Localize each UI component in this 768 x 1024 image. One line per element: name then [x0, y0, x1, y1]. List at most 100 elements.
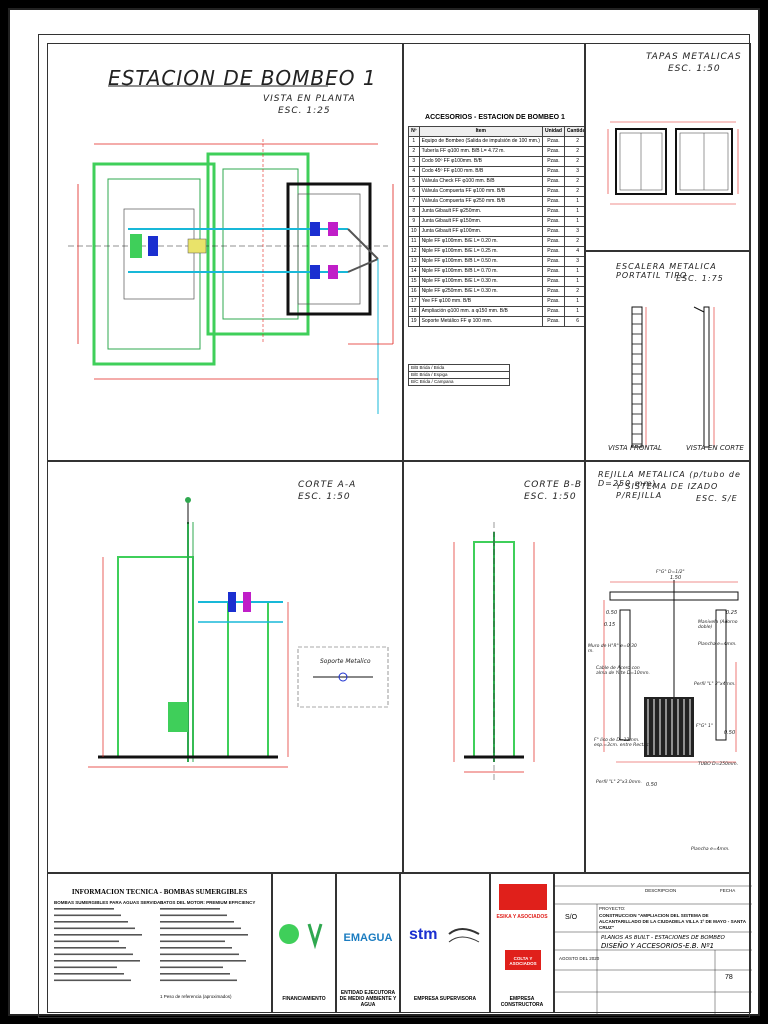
- rejilla-label: Muro de H°R° e=0.30 m.: [588, 644, 637, 654]
- cell-num: 11: [408, 236, 420, 247]
- brand2-label: COLTA Y ASOCIADOS: [509, 956, 537, 966]
- cell-num: 4: [408, 166, 420, 177]
- accesorios-legend: B/B Brida / Brida B/E Brida / Espiga B/C…: [408, 364, 510, 386]
- cell-num: 12: [408, 246, 420, 257]
- info-tecnica: INFORMACION TECNICA - BOMBAS SUMERGIBLES…: [47, 873, 272, 1013]
- col-num: Nº: [408, 126, 420, 137]
- plan-view-panel: ESTACION DE BOMBEO 1 VISTA EN PLANTA ESC…: [47, 43, 403, 461]
- constructora-emblem: [499, 884, 547, 970]
- rejilla-label: Cable de Acero con alma de Yute D=10mm.: [596, 666, 650, 676]
- cell-unidad: Pzas.: [541, 176, 565, 187]
- cell-item: Niple FF φ100mm. B/B L= 0.50 m.: [418, 256, 543, 267]
- cell-cantidad: 1: [563, 196, 584, 207]
- cell-num: 1: [408, 136, 420, 147]
- cell-item: Yee FF φ100 mm. B/B: [418, 296, 543, 307]
- corte-b-scale: ESC. 1:50: [524, 492, 577, 502]
- cell-unidad: Pzas.: [541, 256, 565, 267]
- rejilla-dim: 0.50: [646, 782, 658, 788]
- rejilla-dim: 0.15: [604, 622, 616, 628]
- info-left-header: BOMBAS SUMERGIBLES PARA AGUAS SERVIDAS: [54, 900, 164, 905]
- corte-a-drawing: [88, 497, 389, 768]
- tb-date: AGOSTO DEL 2020: [559, 956, 600, 961]
- info-right-header: DATOS DEL MOTOR: PREMIUM EFFICIENCY: [160, 900, 256, 905]
- tb-col-fecha: FECHA: [720, 888, 736, 893]
- cell-num: 8: [408, 206, 420, 217]
- tb-col-desc: DESCRIPCION: [645, 888, 677, 893]
- corte-a-scale: ESC. 1:50: [298, 492, 351, 502]
- accesorios-title: ACCESORIOS - ESTACION DE BOMBEO 1: [425, 114, 565, 121]
- cell-unidad: Pzas.: [541, 236, 565, 247]
- rejilla-drawing: [603, 580, 739, 763]
- cell-cantidad: 2: [563, 156, 584, 167]
- col-item: Item: [418, 126, 543, 137]
- escalera-drawing: [631, 306, 715, 448]
- tb-scale: S/O: [565, 914, 578, 921]
- tb-sheet-no: 78: [725, 974, 733, 981]
- cell-num: 2: [408, 146, 420, 157]
- cell-cantidad: 3: [563, 166, 584, 177]
- logo-ejecutora: EMAGUA ENTIDAD EJECUTORA DE MEDIO AMBIEN…: [336, 873, 400, 1013]
- cell-unidad: Pzas.: [541, 196, 565, 207]
- cell-unidad: Pzas.: [541, 206, 565, 217]
- emagua-logo: EMAGUA: [343, 932, 393, 944]
- tapas-title: TAPAS METALICAS: [646, 52, 742, 62]
- stm-logo: stm: [409, 926, 438, 943]
- rejilla-scale: ESC. S/E: [696, 494, 738, 503]
- cell-unidad: Pzas.: [541, 136, 565, 147]
- corte-b-drawing: [453, 522, 535, 782]
- cell-unidad: Pzas.: [541, 226, 565, 237]
- cell-item: Soporte Metálico FF φ 100 mm.: [418, 316, 543, 327]
- drawing-sheet: ESTACION DE BOMBEO 1 VISTA EN PLANTA ESC…: [8, 8, 760, 1018]
- escalera-title: ESCALERA METALICA PORTATIL TIPO: [616, 262, 717, 280]
- financiamiento-logo: [279, 923, 323, 950]
- tb-project: CONSTRUCCION "AMPLIACION DEL SISTEMA DE …: [599, 913, 746, 930]
- cell-cantidad: 1: [563, 266, 584, 277]
- cell-num: 19: [408, 316, 420, 327]
- cell-unidad: Pzas.: [541, 286, 565, 297]
- cell-num: 18: [408, 306, 420, 317]
- rejilla-title: REJILLA METALICA (p/tubo de D=250 mm): [598, 470, 741, 488]
- brand1-label: ESIKA Y ASOCIADOS: [496, 914, 548, 920]
- cell-item: Codo 90º FF φ100mm. B/B: [418, 156, 543, 167]
- rejilla-label: TUBO D=250mm.: [698, 762, 739, 767]
- cell-cantidad: 3: [563, 226, 584, 237]
- rejilla-dim: 1.50: [670, 575, 682, 581]
- cell-item: Niple FF φ100mm. B/E L= 0.30 m.: [418, 276, 543, 287]
- cell-unidad: Pzas.: [541, 216, 565, 227]
- supervisora-emblem: [448, 928, 480, 943]
- cell-num: 14: [408, 266, 420, 277]
- cell-cantidad: 1: [563, 216, 584, 227]
- cell-unidad: Pzas.: [541, 316, 565, 327]
- cell-num: 15: [408, 276, 420, 287]
- cell-item: Junta Gibault FF φ250mm.: [418, 206, 543, 217]
- rejilla-dim: 0.50: [606, 610, 618, 616]
- legend-bb: B/B Brida / Brida: [409, 365, 509, 372]
- cell-cantidad: 4: [563, 246, 584, 257]
- cell-item: Válvula Check FF φ100 mm. B/B: [418, 176, 543, 187]
- logo-constructora: ESIKA Y ASOCIADOS COLTA Y ASOCIADOS EMPR…: [490, 873, 554, 1013]
- rejilla-label: Plancha e=4mm.: [691, 847, 730, 852]
- tapas-scale: ESC. 1:50: [668, 64, 721, 74]
- cell-num: 6: [408, 186, 420, 197]
- cell-num: 5: [408, 176, 420, 187]
- cell-unidad: Pzas.: [541, 306, 565, 317]
- escalera-view-corte: VISTA EN CORTE: [686, 444, 744, 452]
- legend-be: B/E Brida / Espiga: [409, 372, 509, 379]
- escalera-view-front: VISTA FRONTAL: [608, 444, 662, 452]
- cell-unidad: Pzas.: [541, 296, 565, 307]
- rejilla-label: F°G° D=1/2": [656, 570, 685, 575]
- corte-a-panel: CORTE A-A ESC. 1:50: [47, 461, 403, 873]
- plan-scale: ESC. 1:25: [278, 106, 331, 116]
- cell-num: 13: [408, 256, 420, 267]
